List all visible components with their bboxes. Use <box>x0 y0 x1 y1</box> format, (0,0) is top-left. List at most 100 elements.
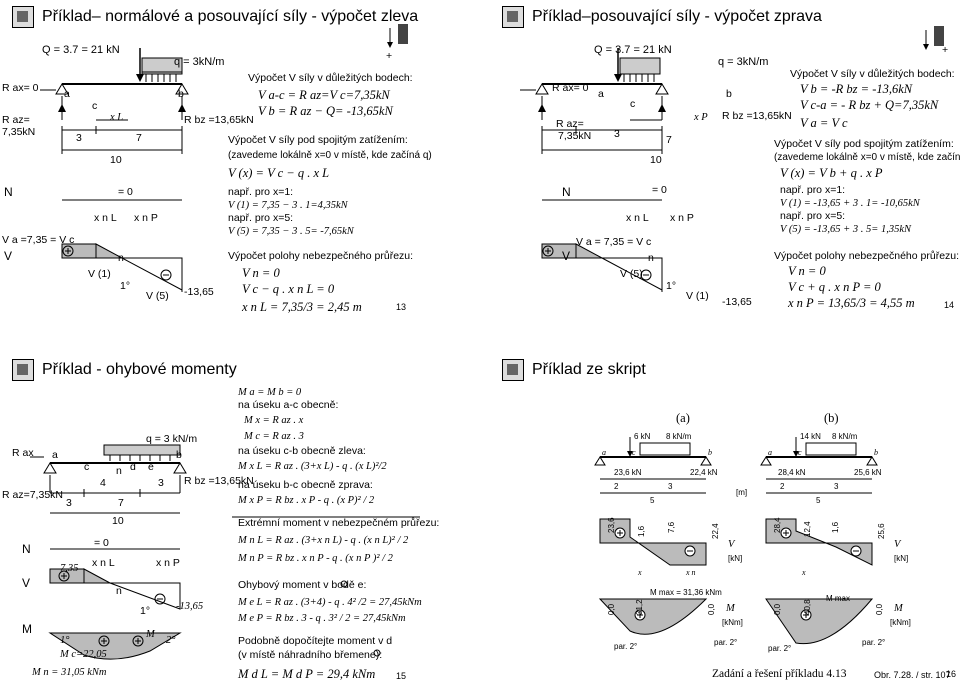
bullet-square-icon <box>12 359 34 381</box>
label-eq0: = 0 <box>652 184 667 196</box>
text-line-4: V a = V c <box>800 116 848 130</box>
page-number: 15 <box>396 671 407 681</box>
a-point-b: b <box>708 448 712 457</box>
load-Q: Q = 3.7 = 21 kN <box>42 44 120 56</box>
text-line-16: (v místě náhradního břemene): <box>238 649 383 661</box>
moment-diagram <box>30 444 420 660</box>
label-Mn: M n = 31,05 kNm <box>32 667 107 678</box>
text-line-5: (zavedeme lokálně x=0 v místě, kde začín… <box>228 150 432 161</box>
dim-7: 7 <box>136 132 142 144</box>
a-point-c: c <box>632 448 636 457</box>
text-line-4: M c = R az . 3 <box>244 431 304 442</box>
plus-sign: + <box>386 50 393 62</box>
point-d: d <box>130 461 136 473</box>
slide-title-bar: Příklad ze skript <box>502 359 942 389</box>
text-line-14: M e P = R bz . 3 - q . 3² / 2 = 27,45kNm <box>238 613 406 624</box>
b-Mmax: M max <box>826 594 850 603</box>
text-line-10: M n L = R az . (3+x n L) - q . (x n L)² … <box>238 535 409 546</box>
dim-10: 10 <box>112 515 124 527</box>
text-line-4: Výpočet V síly pod spojitým zatížením: <box>228 134 408 146</box>
label-n: n <box>116 585 122 597</box>
text-line-1: M a = M b = 0 <box>238 387 302 398</box>
b-par2: par. 2° <box>862 638 886 647</box>
slide-title-bar: Příklad–posouvající síly - výpočet zprav… <box>502 6 942 36</box>
a-R1: 23,6 kN <box>614 468 642 477</box>
point-b: b <box>726 88 732 100</box>
text-line-8: V (1) = 7,35 − 3 . 1=4,35kN <box>228 200 348 211</box>
a-dim-5: 5 <box>650 496 655 505</box>
plus-sign: + <box>942 44 949 56</box>
text-line-12: Výpočet polohy nebezpečného průřezu: <box>774 250 960 262</box>
diagram-V: V <box>4 249 13 263</box>
reaction-raz: R az=7,35kN <box>2 489 63 501</box>
text-line-15: Podobně dopočítejte moment v d <box>238 635 393 647</box>
b-par1: par. 2° <box>768 644 792 653</box>
a-par2: par. 2° <box>714 638 738 647</box>
load-q: q = 3kN/m <box>718 56 769 68</box>
diagram-N: N <box>22 542 31 556</box>
a-point-a: a <box>602 448 606 457</box>
dim-4: 4 <box>100 477 106 489</box>
label-n: n <box>118 252 124 264</box>
reaction-rax: R ax= 0 <box>552 82 589 94</box>
label-deg1: 1° <box>666 280 677 292</box>
diagram-V: V <box>22 576 31 590</box>
diagram-N: N <box>4 185 13 199</box>
a-Mmax: M max = 31,36 kNm <box>650 588 722 597</box>
text-line-14: x n L = 7,35/3 = 2,45 m <box>242 300 362 314</box>
load-q: q = 3 kN/m <box>146 433 198 445</box>
label-eq0: = 0 <box>118 186 133 198</box>
label-deg1: 1° <box>140 605 151 617</box>
point-a: a <box>52 449 58 461</box>
diagram-N: N <box>562 185 571 199</box>
a-V: V <box>728 539 735 550</box>
text-line-1: Výpočet V síly v důležitých bodech: <box>248 72 413 84</box>
label-neg: -13,65 <box>722 296 752 308</box>
slide-normal-shear-left: Příklad– normálové a posouvající síly - … <box>0 0 470 333</box>
a-load: 6 kN <box>634 432 651 441</box>
beam-diagram <box>40 24 408 292</box>
text-line-13: M e L = R az . (3+4) - q . 4² /2 = 27,45… <box>238 597 422 608</box>
b-v2: 12,4 <box>803 521 812 537</box>
reaction-raz-value: 7,35kN <box>2 126 36 138</box>
label-n: n <box>648 252 654 264</box>
a-V-unit: [kN] <box>728 554 743 563</box>
label-deg1: 1° <box>120 280 131 292</box>
slide-bending-moments: Příklad - ohybové momenty <box>0 353 470 686</box>
text-line-7: např. pro x=1: <box>228 186 294 198</box>
point-b: b <box>178 88 184 100</box>
a-par1: par. 2° <box>614 642 638 651</box>
label-neg: -13,65 <box>184 286 214 298</box>
dim-10: 10 <box>650 154 662 166</box>
text-line-8: např. pro x=1: <box>780 184 846 196</box>
reaction-rbz: R bz =13,65kN <box>722 110 792 122</box>
text-line-12: Ohybový moment v bodě e: <box>238 579 367 591</box>
slide-shear-right: Příklad–posouvající síly - výpočet zprav… <box>490 0 960 333</box>
diagram-V: V <box>562 249 571 263</box>
text-line-2: V b = -R bz = -13,6kN <box>800 82 913 96</box>
b-m2: 40,8 <box>803 599 812 615</box>
a-R2: 22,4 kN <box>690 468 718 477</box>
slide-title-bar: Příklad– normálové a posouvající síly - … <box>12 6 452 36</box>
bullet-square-icon <box>502 6 524 28</box>
caption-a: (a) <box>676 411 690 425</box>
text-line-2: na úseku a-c obecně: <box>238 399 339 411</box>
text-line-3: V c-a = - R bz + Q=7,35kN <box>800 98 939 112</box>
slide-title: Příklad - ohybové momenty <box>42 361 237 378</box>
b-M: M <box>894 603 903 614</box>
bullet-square-icon <box>502 359 524 381</box>
label-xP: x P <box>694 112 708 123</box>
text-line-8: M x P = R bz . x P - q . (x P)² / 2 <box>238 495 375 506</box>
text-line-10: V (5) = 7,35 − 3 . 5= -7,65kN <box>228 226 354 237</box>
text-line-13: V c − q . x n L = 0 <box>242 282 335 296</box>
text-line-15: x n P = 13,65/3 = 4,55 m <box>788 296 915 310</box>
dim-3b: 3 <box>66 497 72 509</box>
text-line-5: Výpočet V síly pod spojitým zatížením: <box>774 138 954 150</box>
beam-diagram <box>520 26 944 292</box>
label-xnP: x n P <box>156 557 180 569</box>
label-735: 7,35 <box>60 563 79 574</box>
dim-10: 10 <box>110 154 122 166</box>
page-number: 16 <box>946 669 957 679</box>
b-q: 8 kN/m <box>832 432 858 441</box>
load-Q: Q = 3.7 = 21 kN <box>594 44 672 56</box>
